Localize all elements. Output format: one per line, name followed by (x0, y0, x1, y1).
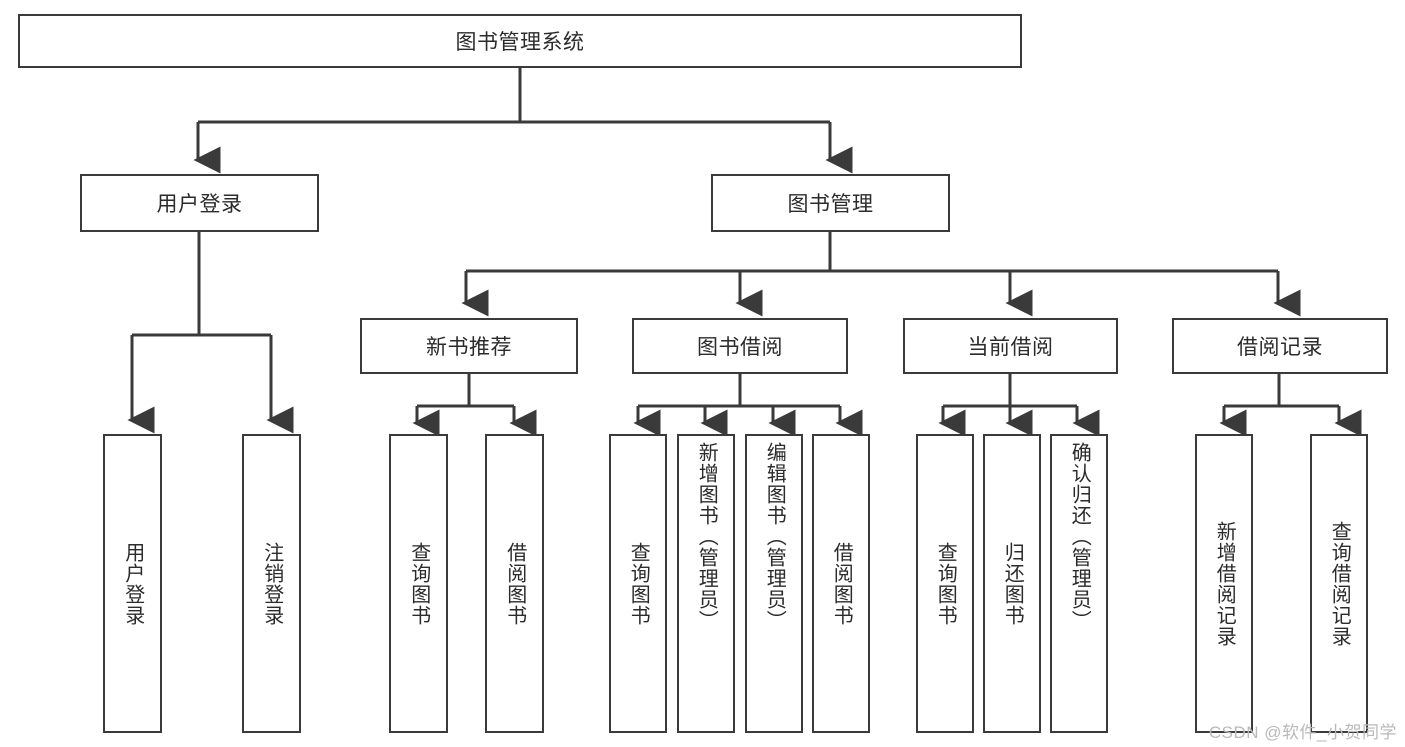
node-label: 注销登录 (260, 541, 283, 626)
leaf-edit-book-admin[interactable]: 编辑图书（管理员） (745, 434, 803, 733)
node-label: 借阅图书 (830, 541, 853, 626)
node-current-borrow[interactable]: 当前借阅 (903, 318, 1118, 374)
leaf-query-book-recommend[interactable]: 查询图书 (389, 434, 448, 733)
node-label: 借阅图书 (503, 541, 526, 626)
node-label: 归还图书 (1001, 541, 1024, 626)
node-label: 新增图书（管理员） (695, 442, 718, 631)
leaf-user-login[interactable]: 用户登录 (103, 434, 162, 733)
node-new-book-recommend[interactable]: 新书推荐 (360, 318, 578, 374)
leaf-add-borrow-record[interactable]: 新增借阅记录 (1195, 434, 1253, 733)
node-borrow-records[interactable]: 借阅记录 (1172, 318, 1388, 374)
node-book-borrow[interactable]: 图书借阅 (632, 318, 848, 374)
node-label: 图书管理 (787, 193, 874, 216)
node-label: 用户登录 (156, 193, 243, 216)
node-label: 确认归还（管理员） (1068, 442, 1091, 631)
node-label: 借阅记录 (1237, 336, 1323, 359)
leaf-borrow-book[interactable]: 借阅图书 (812, 434, 870, 733)
node-label: 用户登录 (121, 541, 144, 626)
node-root-system[interactable]: 图书管理系统 (18, 14, 1022, 68)
node-label: 查询图书 (934, 541, 957, 626)
node-label: 图书借阅 (697, 336, 783, 359)
node-label: 编辑图书（管理员） (763, 442, 786, 631)
leaf-query-book-current[interactable]: 查询图书 (916, 434, 974, 733)
leaf-add-book-admin[interactable]: 新增图书（管理员） (677, 434, 735, 733)
leaf-logout-login[interactable]: 注销登录 (242, 434, 301, 733)
node-label: 新书推荐 (426, 336, 512, 359)
node-book-management[interactable]: 图书管理 (711, 174, 950, 232)
leaf-confirm-return-admin[interactable]: 确认归还（管理员） (1050, 434, 1108, 733)
node-label: 图书管理系统 (455, 31, 585, 54)
node-label: 新增借阅记录 (1213, 520, 1236, 647)
node-label: 查询借阅记录 (1328, 520, 1351, 647)
node-label: 查询图书 (627, 541, 650, 626)
node-user-login[interactable]: 用户登录 (80, 174, 319, 232)
leaf-return-book[interactable]: 归还图书 (983, 434, 1041, 733)
csdn-watermark: CSDN @软件_小贺同学 (1208, 723, 1397, 742)
node-label: 当前借阅 (967, 336, 1054, 359)
leaf-borrow-book-recommend[interactable]: 借阅图书 (485, 434, 544, 733)
leaf-query-book-borrow[interactable]: 查询图书 (609, 434, 667, 733)
node-label: 查询图书 (407, 541, 430, 626)
leaf-query-borrow-record[interactable]: 查询借阅记录 (1310, 434, 1368, 733)
